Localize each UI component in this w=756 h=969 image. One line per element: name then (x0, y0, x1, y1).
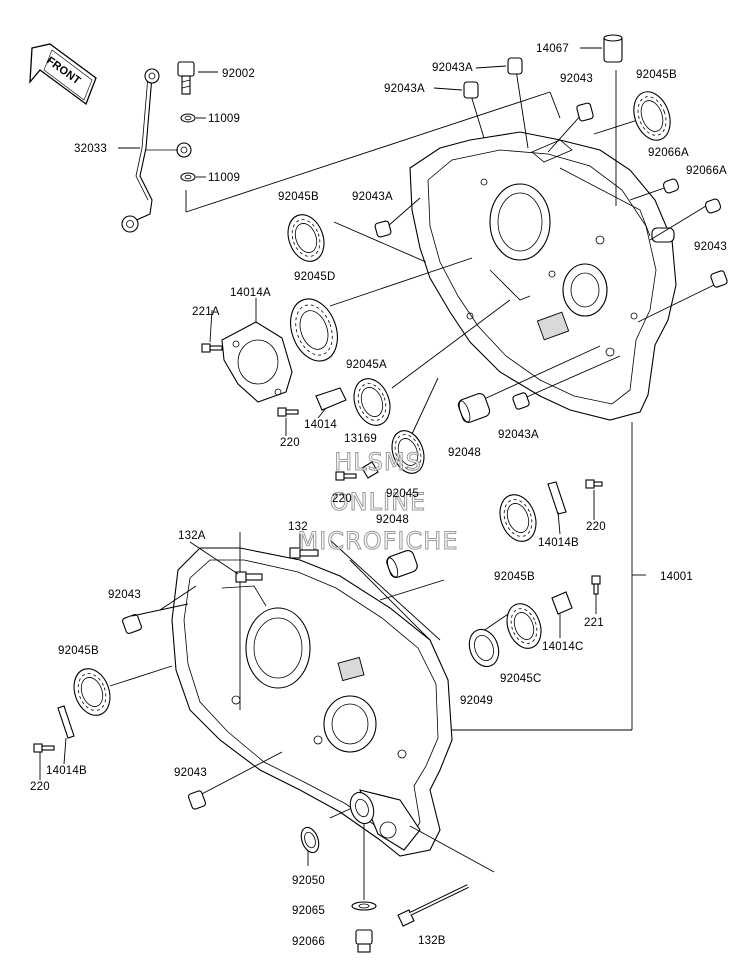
label-92045D: 92045D (294, 271, 335, 283)
washer-92065 (351, 901, 377, 911)
label-220-4: 220 (30, 781, 50, 793)
front-arrow-icon: FRONT (29, 43, 97, 106)
bolt-132 (289, 547, 319, 559)
bearing-92045 (391, 430, 425, 474)
label-92043-3: 92043 (108, 589, 141, 601)
label-92066A-1: 92066A (648, 147, 689, 159)
label-92043A-2: 92043A (384, 83, 425, 95)
watermark: HLSMS ONLINE MICROFICHE (297, 448, 459, 556)
label-132A: 132A (178, 530, 206, 542)
bolt-220-upper (277, 407, 299, 417)
bearing-92045B-left (287, 214, 325, 262)
bolt-132A (235, 571, 263, 583)
crankcase-right-half (409, 131, 677, 421)
label-220-3: 220 (586, 521, 606, 533)
oil-pipe-32033 (118, 68, 192, 233)
label-11009-top: 11009 (208, 113, 240, 125)
label-92045B-3: 92045B (494, 571, 535, 583)
bolt-221 (591, 575, 601, 595)
label-14001: 14001 (660, 571, 693, 583)
label-92043A-3: 92043A (352, 191, 393, 203)
clip-13169 (361, 461, 379, 479)
label-92045C: 92045C (500, 673, 541, 685)
label-92043-2: 92043 (694, 241, 727, 253)
label-92045: 92045 (386, 488, 419, 500)
label-92043A-1: 92043A (432, 62, 473, 74)
label-14014A: 14014A (230, 287, 271, 299)
bearing-92045D (290, 298, 338, 362)
label-92043A-4: 92043A (498, 429, 539, 441)
label-13169: 13169 (344, 433, 377, 445)
label-132: 132 (288, 521, 308, 533)
label-92043-1: 92043 (560, 73, 593, 85)
seals-and-sleeves (300, 393, 500, 953)
label-leaders (39, 47, 602, 780)
label-92066A-2: 92066A (686, 165, 727, 177)
bearing-92045B-top (633, 91, 671, 141)
watermark-line-1: HLSMS (334, 448, 422, 476)
label-92066: 92066 (292, 936, 325, 948)
label-92045B-4: 92045B (58, 645, 99, 657)
seal-92050 (300, 826, 320, 854)
bearing-92045B-lower (73, 668, 111, 716)
plate-14014 (315, 387, 347, 411)
label-92002: 92002 (222, 68, 255, 80)
label-92043-4: 92043 (174, 767, 207, 779)
leader-lines (109, 69, 717, 900)
bolt-221A (201, 343, 223, 353)
bolt-220-lower (33, 743, 55, 753)
label-32033: 32033 (74, 143, 107, 155)
label-92045B-2: 92045B (278, 191, 319, 203)
plate-14014A (221, 321, 293, 403)
seal-92049 (468, 628, 500, 668)
label-221A: 221A (192, 306, 220, 318)
label-221: 221 (584, 617, 604, 629)
crankcase-left-half (171, 547, 453, 857)
washer-11009-bottom (180, 172, 206, 182)
watermark-line-3: MICROFICHE (298, 527, 459, 555)
sleeve-92048-lower (386, 550, 418, 578)
label-132B: 132B (418, 935, 446, 947)
label-14014: 14014 (304, 419, 337, 431)
bolt-220-right (585, 479, 603, 489)
sleeve-92048 (457, 393, 491, 423)
label-92045B-1: 92045B (636, 69, 677, 81)
part-labels: 92002 11009 11009 32033 92043A 92043A 14… (30, 43, 727, 948)
label-92065: 92065 (292, 905, 325, 917)
seal-oval (349, 791, 375, 825)
label-92048-1: 92048 (448, 447, 481, 459)
plate-14014C (551, 591, 573, 615)
label-14014B-2: 14014B (46, 765, 87, 777)
plate-14014B-lower (57, 705, 75, 739)
bearing-92045C (506, 603, 542, 649)
retainer-plates (57, 321, 573, 739)
plate-14014B-upper (547, 481, 567, 515)
label-14014B-1: 14014B (538, 537, 579, 549)
label-220-1: 220 (280, 437, 300, 449)
label-92045A: 92045A (346, 359, 387, 371)
bearing-92045A (353, 378, 391, 426)
label-92049: 92049 (460, 695, 493, 707)
label-220-2: 220 (332, 493, 352, 505)
dowel-pins (122, 34, 728, 810)
bolt-220-mid (335, 471, 357, 481)
bolt-92002 (177, 61, 218, 95)
label-11009-bottom: 11009 (208, 172, 240, 184)
label-92048-2: 92048 (376, 514, 409, 526)
label-14067: 14067 (536, 43, 569, 55)
label-14014C: 14014C (542, 641, 583, 653)
plug-92066 (355, 929, 373, 953)
bearings (73, 91, 671, 716)
washer-11009-top (180, 113, 206, 123)
bearing-92045B-mid (499, 494, 537, 542)
label-92050: 92050 (292, 875, 325, 887)
bolt-132B (397, 884, 469, 927)
bolts (33, 343, 603, 927)
watermark-line-2: ONLINE (330, 488, 426, 516)
